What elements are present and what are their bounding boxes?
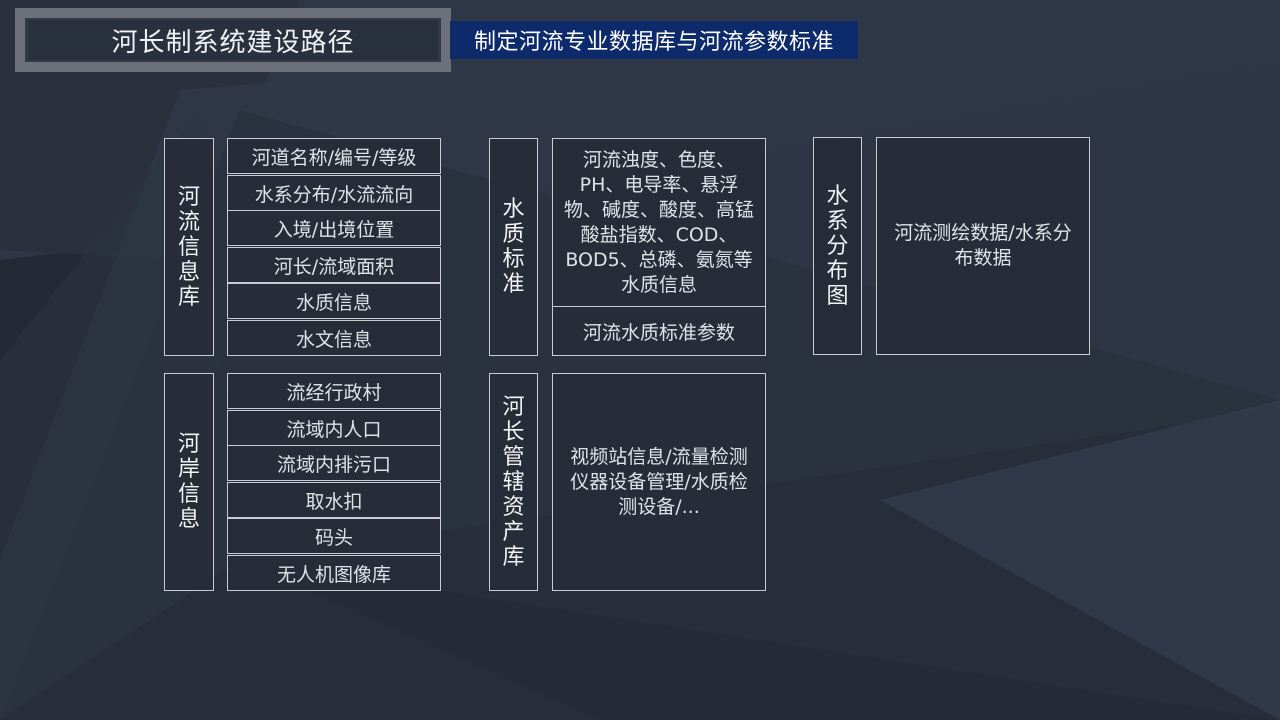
bank-info-item: 无人机图像库 [227, 555, 441, 591]
river-info-item: 入境/出境位置 [227, 210, 441, 246]
bank-info-item: 流域内排污口 [227, 445, 441, 481]
page-subtitle: 制定河流专业数据库与河流参数标准 [450, 21, 858, 59]
river-info-item: 河道名称/编号/等级 [227, 138, 441, 174]
water-map-label: 水系分布图 [813, 137, 862, 355]
water-quality-label: 水质标准 [489, 138, 538, 356]
assets-detail: 视频站信息/流量检测仪器设备管理/水质检测设备/... [552, 373, 766, 591]
river-info-item: 河长/流域面积 [227, 247, 441, 283]
assets-label: 河长管辖资产库 [489, 373, 538, 591]
bank-info-item: 流域内人口 [227, 410, 441, 446]
water-quality-detail: 河流浊度、色度、PH、电导率、悬浮物、碱度、酸度、高锰酸盐指数、COD、BOD5… [552, 138, 766, 307]
bank-info-label: 河岸信息 [164, 373, 214, 591]
river-info-item: 水质信息 [227, 283, 441, 319]
bank-info-item: 码头 [227, 518, 441, 554]
page-title: 河长制系统建设路径 [28, 20, 438, 60]
bank-info-item: 取水扣 [227, 482, 441, 518]
water-map-detail: 河流测绘数据/水系分布数据 [876, 137, 1090, 355]
water-quality-params: 河流水质标准参数 [552, 306, 766, 356]
river-info-label: 河流信息库 [164, 138, 214, 356]
river-info-item: 水系分布/水流流向 [227, 175, 441, 211]
bank-info-item: 流经行政村 [227, 373, 441, 409]
river-info-item: 水文信息 [227, 320, 441, 356]
